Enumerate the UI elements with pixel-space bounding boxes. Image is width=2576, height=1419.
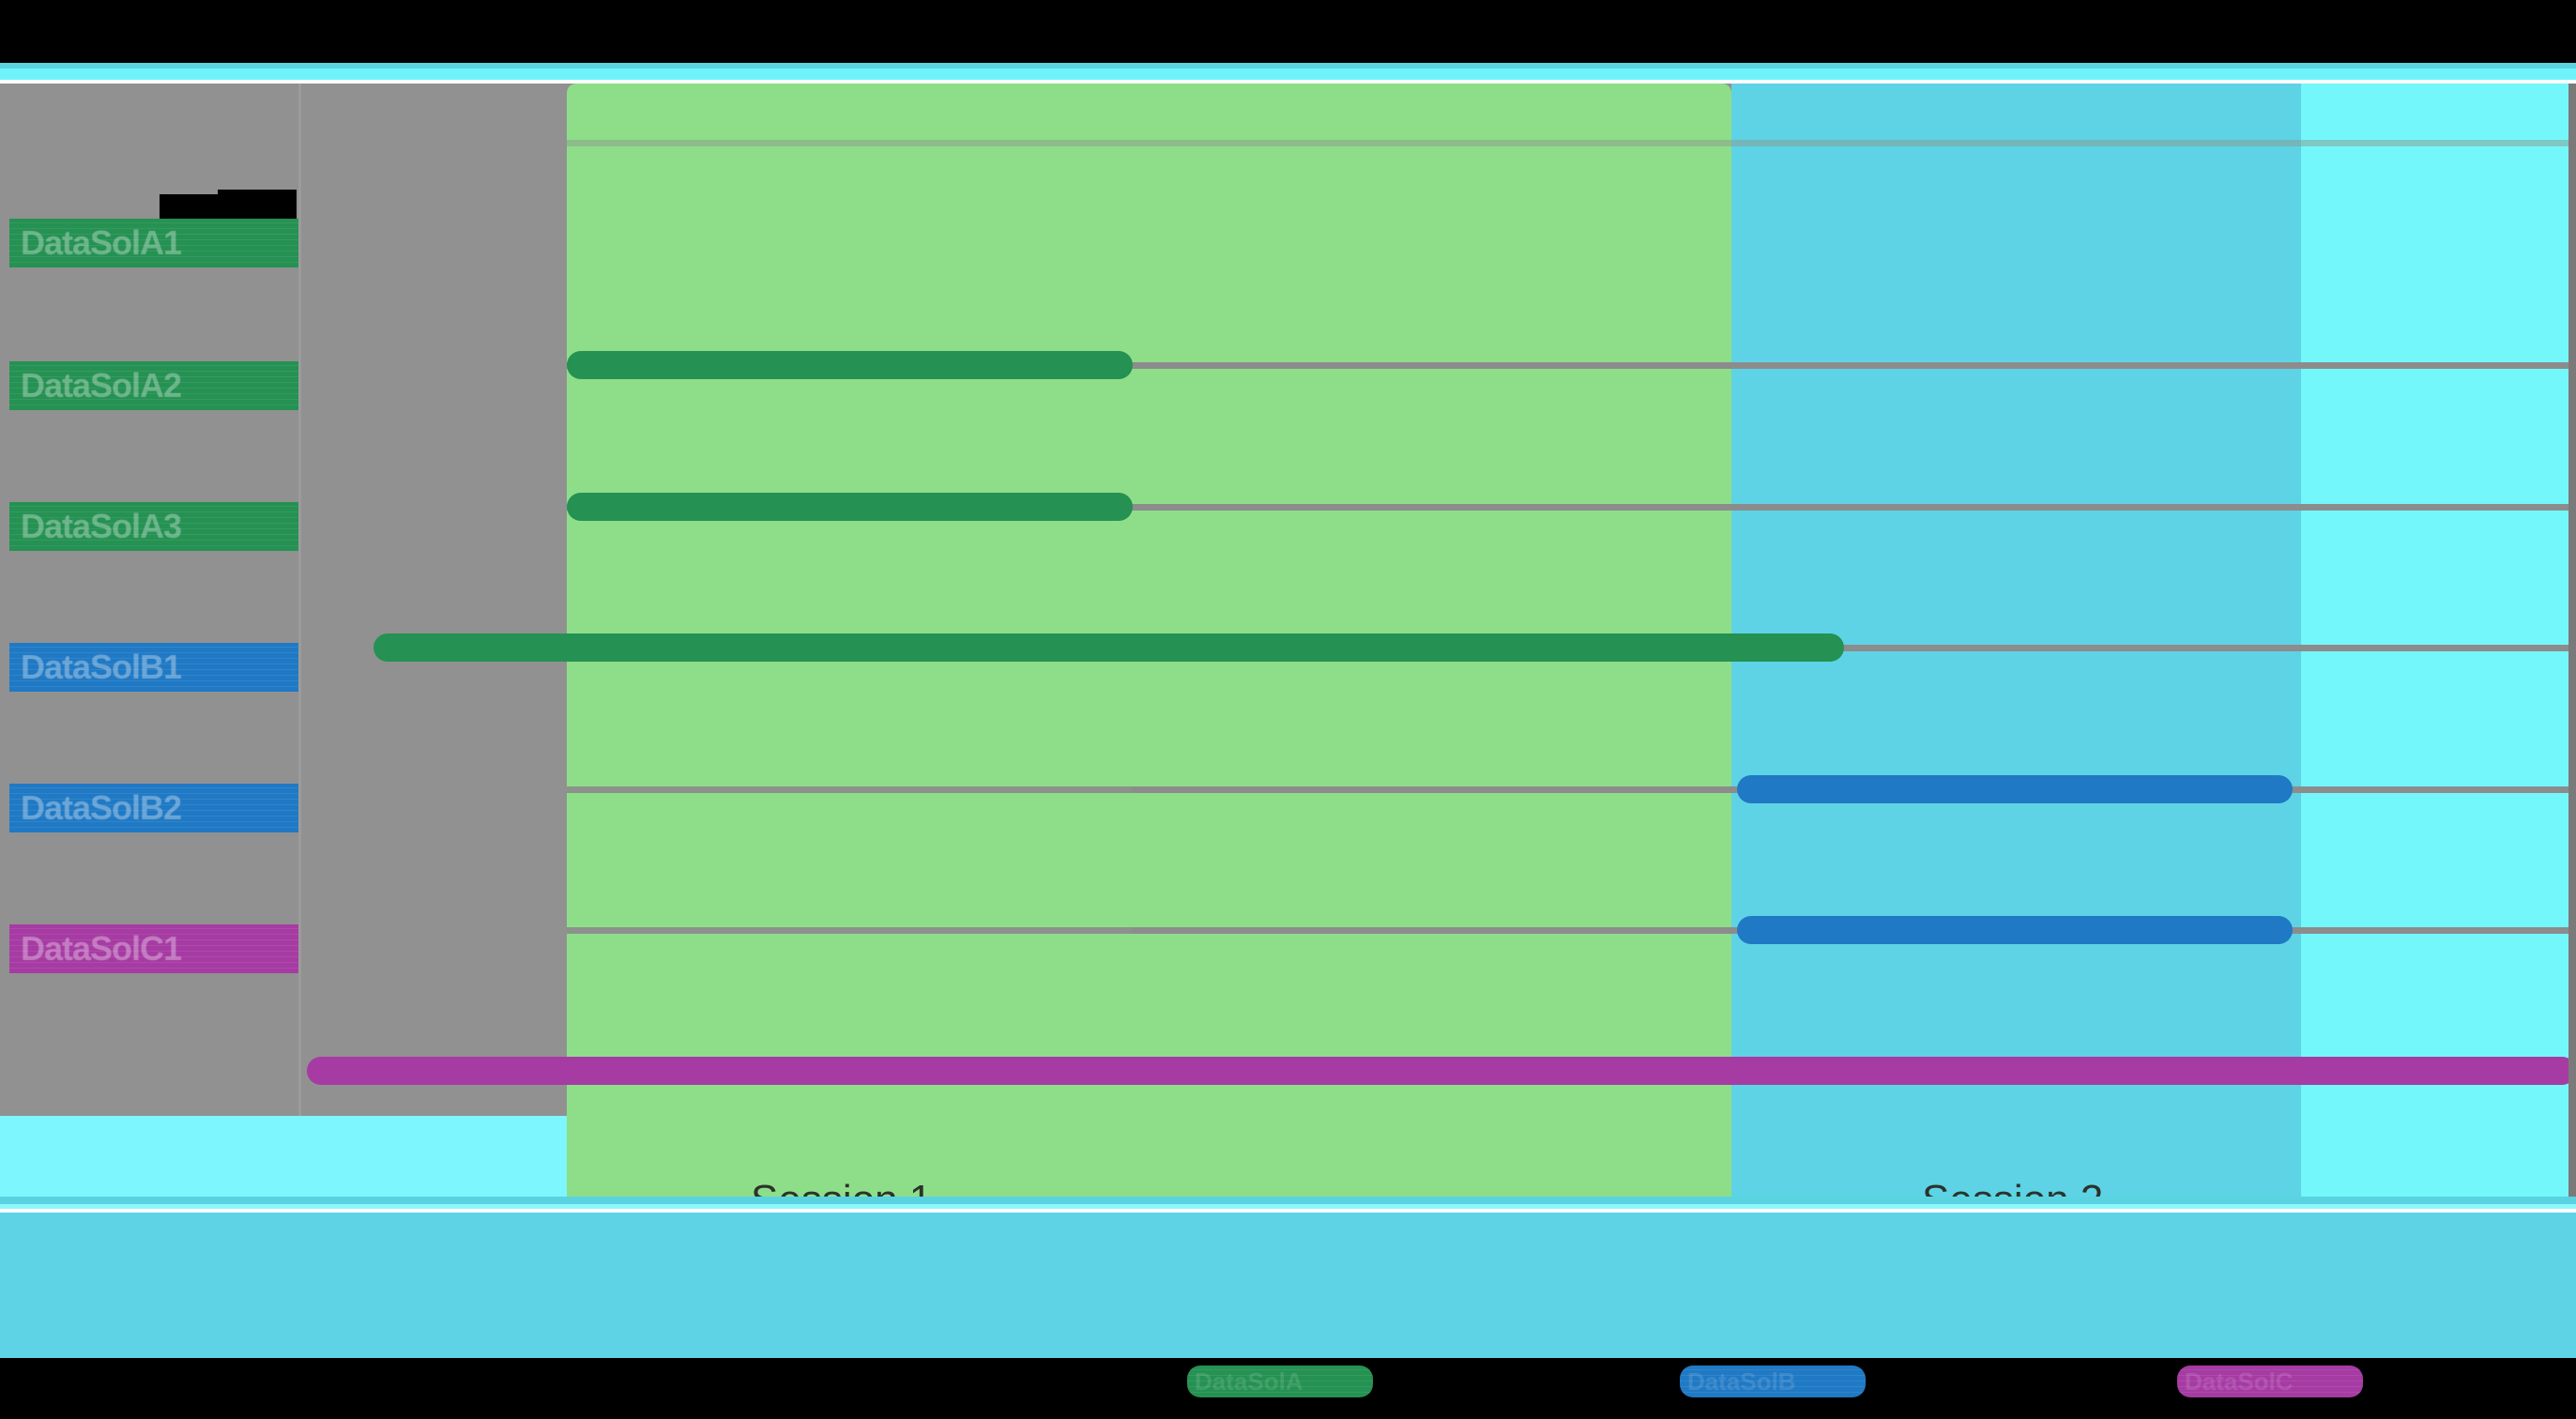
row-label-text: DataSolC1 [21, 929, 182, 968]
gantt-bar[interactable] [307, 1057, 2576, 1085]
row-label-chip[interactable]: DataSolB2 [9, 784, 298, 832]
legend-item-label: DataSolA [1195, 1367, 1303, 1396]
top-strip-divider [0, 80, 2576, 84]
row-label-chip[interactable]: DataSolA1 [9, 219, 298, 267]
title-bar [0, 0, 2576, 63]
gantt-bar[interactable] [1737, 916, 2293, 944]
session-label-2: Session 2 [1922, 1177, 2103, 1197]
vertical-scrollbar[interactable] [2568, 84, 2576, 1197]
row-label-text: DataSolA2 [21, 366, 182, 404]
footer-strip-highlight [0, 1204, 2576, 1209]
row-label-chip[interactable]: DataSolA3 [9, 502, 298, 551]
row-separator [567, 140, 2576, 146]
footer-strip-accent [0, 1197, 2576, 1204]
gantt-viewport[interactable]: Session 1 Session 2 DataSolA1DataSolA2Da… [0, 84, 2576, 1197]
session-band-3 [2301, 84, 2576, 1197]
row-label-chip[interactable]: DataSolC1 [9, 924, 298, 973]
row-label-text: DataSolA3 [21, 507, 182, 545]
row-label-chip[interactable]: DataSolB1 [9, 643, 298, 692]
gutter-footer-fill [0, 1116, 567, 1197]
gantt-bar[interactable] [567, 493, 1133, 521]
row-label-text: DataSolB1 [21, 648, 182, 686]
top-strip-accent [0, 63, 2576, 69]
legend-item-label: DataSolC [2185, 1367, 2294, 1396]
gantt-bar[interactable] [567, 351, 1133, 379]
row-label-text: DataSolA1 [21, 223, 182, 262]
top-strip-highlight [0, 69, 2576, 80]
legend-item[interactable]: DataSolC [2177, 1366, 2363, 1397]
row-label-chip[interactable]: DataSolA2 [9, 361, 298, 410]
row-track [1133, 504, 2576, 511]
gantt-bar[interactable] [373, 633, 1844, 662]
row-track [1133, 362, 2576, 369]
legend-item-label: DataSolB [1687, 1367, 1796, 1396]
gutter-divider [298, 84, 301, 1135]
session-label-1: Session 1 [751, 1177, 932, 1197]
row-label-text: DataSolB2 [21, 788, 182, 827]
legend-item[interactable]: DataSolA [1187, 1366, 1373, 1397]
footer-strip-divider [0, 1209, 2576, 1213]
footer-panel [0, 1213, 2576, 1358]
gantt-bar[interactable] [1737, 775, 2293, 803]
legend-item[interactable]: DataSolB [1680, 1366, 1866, 1397]
row-track [1844, 645, 2576, 651]
